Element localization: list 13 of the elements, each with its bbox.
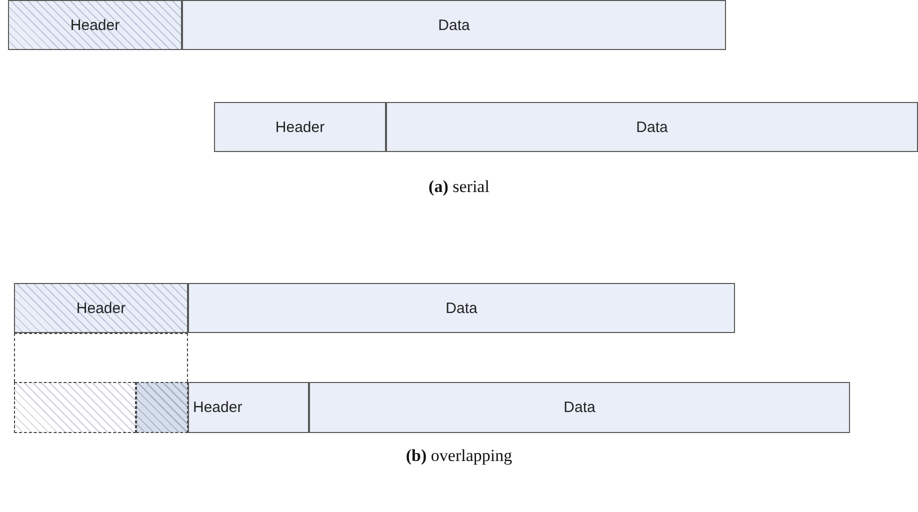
data-block: Data — [182, 0, 726, 50]
data-block: Data — [309, 382, 850, 433]
caption: (b) overlapping — [404, 446, 514, 466]
dashed-outline — [14, 333, 188, 433]
header-block: Header — [8, 0, 182, 50]
caption: (a) serial — [428, 177, 490, 197]
header-block: Header — [214, 102, 386, 152]
data-block: Data — [188, 283, 735, 333]
hatched-block — [14, 382, 136, 433]
hatched-block — [136, 382, 188, 433]
header-block: Header — [188, 382, 309, 433]
data-block: Data — [386, 102, 918, 152]
header-block: Header — [14, 283, 188, 333]
